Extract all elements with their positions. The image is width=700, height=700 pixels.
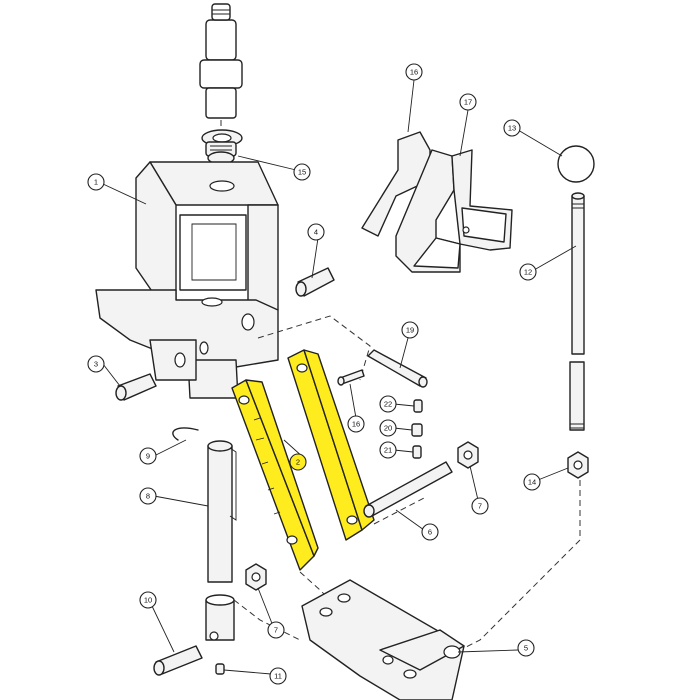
- nut-14: [567, 451, 589, 479]
- svg-text:8: 8: [146, 492, 150, 501]
- callout-4: 4: [307, 223, 325, 241]
- svg-text:1: 1: [94, 178, 98, 187]
- svg-text:20: 20: [384, 424, 392, 433]
- callout-22: 22: [379, 395, 397, 413]
- svg-text:19: 19: [406, 326, 414, 335]
- die-spindle: [199, 3, 243, 140]
- nut-7-right: [457, 441, 479, 469]
- callout-6: 6: [421, 523, 439, 541]
- base-5: [301, 579, 465, 700]
- ball-knob-13: [557, 145, 595, 183]
- svg-text:22: 22: [384, 400, 392, 409]
- callout-19: 19: [401, 321, 419, 339]
- svg-text:5: 5: [524, 644, 528, 653]
- callout-20: 20: [379, 419, 397, 437]
- callout-13: 13: [503, 119, 521, 137]
- svg-text:2: 2: [296, 458, 300, 467]
- callout-21: 21: [379, 441, 397, 459]
- svg-text:10: 10: [144, 596, 152, 605]
- callout-5: 5: [517, 639, 535, 657]
- svg-text:11: 11: [274, 672, 282, 681]
- callout-15: 15: [293, 163, 311, 181]
- pin-3: [115, 373, 157, 401]
- svg-text:12: 12: [524, 268, 532, 277]
- callout-2: 2: [289, 453, 307, 471]
- callout-11: 11: [269, 667, 287, 685]
- callout-3: 3: [87, 355, 105, 373]
- svg-text:3: 3: [94, 360, 98, 369]
- callout-14: 14: [523, 473, 541, 491]
- callout-9: 9: [139, 447, 157, 465]
- svg-text:4: 4: [314, 228, 318, 237]
- callout-10: 10: [139, 591, 157, 609]
- shaft-8: [205, 440, 237, 641]
- svg-text:16: 16: [352, 420, 360, 429]
- small-parts-20-21-22: [411, 399, 423, 459]
- callout-1: 1: [87, 173, 105, 191]
- callout-7-lower: 7: [267, 621, 285, 639]
- shaft-6: [363, 461, 453, 518]
- svg-text:6: 6: [428, 528, 432, 537]
- pin-4: [295, 267, 335, 297]
- callout-8: 8: [139, 487, 157, 505]
- pin-10: [153, 645, 203, 676]
- pipe-support: [361, 131, 513, 273]
- callout-16-pin: 16: [347, 415, 365, 433]
- svg-text:7: 7: [274, 626, 278, 635]
- svg-text:9: 9: [146, 452, 150, 461]
- lock-nut: [201, 129, 243, 165]
- link-bars-highlighted: [231, 349, 375, 571]
- callout-12: 12: [519, 263, 537, 281]
- svg-text:21: 21: [384, 446, 392, 455]
- nut-7-lower: [245, 563, 267, 591]
- callout-16-top: 16: [405, 63, 423, 81]
- svg-text:16: 16: [410, 68, 418, 77]
- set-screw-11: [215, 663, 225, 675]
- main-frame: [95, 161, 279, 399]
- svg-text:14: 14: [528, 478, 536, 487]
- handle-12: [569, 192, 585, 431]
- pin-16: [337, 369, 365, 386]
- svg-text:17: 17: [464, 98, 472, 107]
- callout-leaders: [102, 79, 577, 675]
- callout-17: 17: [459, 93, 477, 111]
- svg-text:7: 7: [478, 502, 482, 511]
- pin-19: [367, 349, 428, 388]
- retaining-ring: [172, 427, 199, 441]
- svg-text:13: 13: [508, 124, 516, 133]
- svg-text:15: 15: [298, 168, 306, 177]
- callout-7-right: 7: [471, 497, 489, 515]
